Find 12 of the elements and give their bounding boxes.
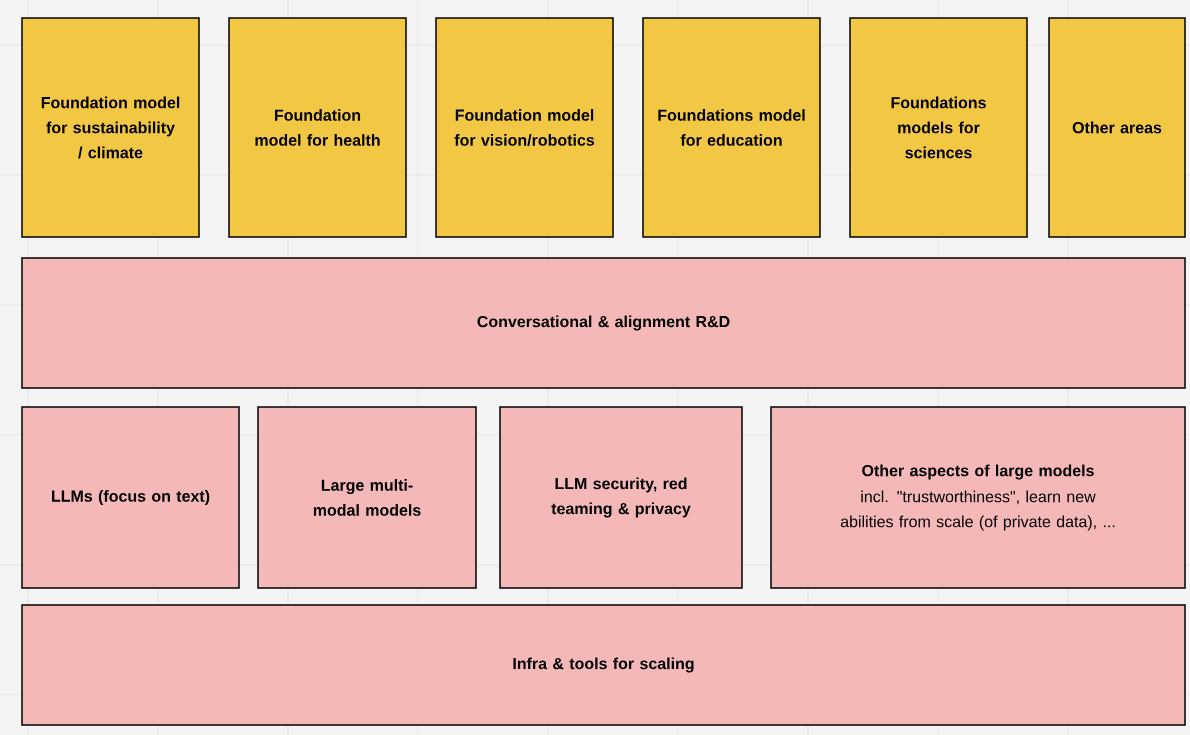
- process-box: Foundation model for vision/robotics: [435, 17, 614, 238]
- process-box: LLM security, red teaming & privacy: [499, 406, 743, 589]
- process-box: Foundations models for sciences: [849, 17, 1028, 238]
- process-box: Conversational & alignment R&D: [21, 257, 1186, 389]
- process-box: Foundations model for education: [642, 17, 821, 238]
- process-box: Other areas: [1048, 17, 1186, 238]
- process-box: Foundation model for health: [228, 17, 407, 238]
- process-box: Other aspects of large models incl. "trustworthiness", learn new abilities from scale (of private data), ...: [770, 406, 1186, 589]
- process-box: Foundation model for sustainability / climate: [21, 17, 200, 238]
- process-box: Infra & tools for scaling: [21, 604, 1186, 726]
- process-box: Large multi-modal models: [257, 406, 477, 589]
- process-box: LLMs (focus on text): [21, 406, 240, 589]
